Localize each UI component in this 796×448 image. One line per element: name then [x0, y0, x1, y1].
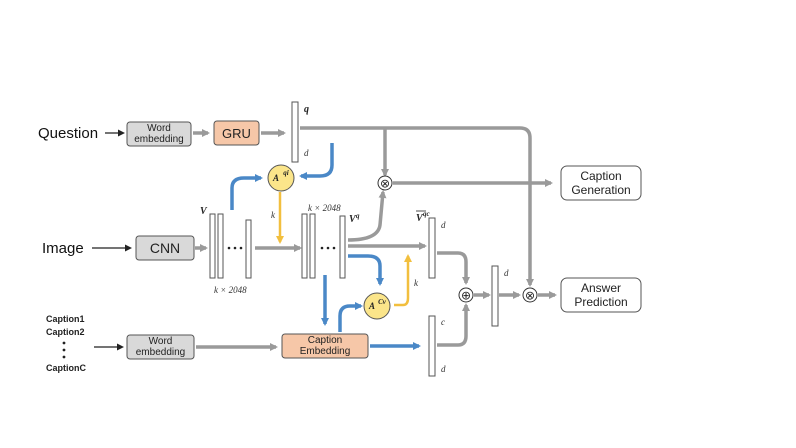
captionc-label: CaptionC [46, 363, 86, 373]
answer-multiply-node [522, 287, 538, 303]
cnn-label: CNN [150, 240, 180, 256]
answer-prediction-line1: Answer [581, 281, 621, 295]
word-embedding-q-line2: embedding [134, 134, 183, 145]
vqc-vector [428, 217, 436, 279]
q-dim-d: d [304, 148, 309, 158]
caption2-label: Caption2 [46, 327, 85, 337]
caption-multiply-node [377, 175, 393, 191]
aqi-sup: qi [283, 169, 289, 177]
q-label: q [304, 104, 309, 115]
vqc-sup: qc [423, 210, 430, 218]
arrow-q-to-answer-mult [300, 126, 534, 287]
vqc-dim-d: d [441, 220, 446, 230]
word-embedding-q-line1: Word [147, 123, 171, 134]
word-embedding-c-box [126, 334, 195, 360]
fused-vector [491, 265, 499, 327]
answer-multiply-symbol: ⊗ [525, 289, 535, 303]
answer-prediction-box [560, 277, 642, 313]
caption-generation-line1: Caption [580, 169, 621, 183]
vq-stack-dots [320, 246, 336, 250]
caption1-label: Caption1 [46, 314, 85, 324]
word-embedding-q-box [126, 121, 192, 147]
v-stack-dots [227, 246, 243, 250]
yellow-attention-arrows [276, 192, 412, 307]
c-dim-d: d [441, 364, 446, 374]
arrow-vq-to-caption-mult [347, 190, 387, 242]
question-label: Question [38, 125, 98, 142]
v-dim: k × 2048 [214, 285, 247, 295]
arrow-vqc-to-add [437, 251, 470, 285]
arrow-acv-to-vqc [394, 254, 412, 307]
v-feature-stack [209, 213, 252, 279]
cnn-box [135, 235, 195, 261]
vq-dim: k × 2048 [308, 203, 341, 213]
c-vector [428, 315, 436, 377]
q-vector [291, 101, 299, 163]
arrow-captionemb-to-acv [338, 302, 363, 332]
aqi-base: A [272, 173, 279, 183]
caption-generation-box [560, 165, 642, 201]
acv-attention-node [363, 292, 391, 320]
add-node [458, 287, 474, 303]
v-label: V [200, 206, 208, 217]
vq-sup: q [356, 212, 360, 220]
add-symbol: ⊕ [461, 289, 471, 303]
vqc-base: V [416, 213, 424, 224]
caption-embedding-box [281, 333, 369, 359]
arrow-c-to-add [437, 303, 470, 347]
caption-generation-line2: Generation [571, 183, 630, 197]
acv-dim-k: k [414, 278, 419, 288]
aqi-dim-k: k [271, 210, 276, 220]
gray-flow-arrows [193, 126, 557, 351]
caption-embedding-line2: Embedding [300, 346, 351, 357]
acv-sup: Cv [378, 298, 387, 306]
arrow-vq-to-acv [348, 254, 384, 286]
c-dim-c: c [441, 317, 445, 327]
fused-dim-d: d [504, 268, 509, 278]
arrow-v-to-aqi [230, 174, 263, 210]
caption-embedding-line1: Caption [308, 335, 342, 346]
acv-base: A [368, 301, 375, 311]
caption-multiply-symbol: ⊗ [380, 177, 390, 191]
aqi-attention-node [267, 164, 295, 192]
gru-label: GRU [222, 126, 251, 141]
caption-ellipsis [62, 341, 66, 359]
word-embedding-c-line2: embedding [136, 347, 185, 358]
word-embedding-c-line1: Word [149, 336, 173, 347]
input-arrows [92, 129, 132, 351]
image-label: Image [42, 240, 84, 257]
gru-box [213, 120, 260, 146]
answer-prediction-line2: Prediction [574, 295, 627, 309]
arrow-q-to-aqi [299, 143, 334, 180]
vq-base: V [349, 214, 357, 225]
blue-attention-arrows [230, 143, 421, 350]
vq-feature-stack [301, 213, 346, 279]
